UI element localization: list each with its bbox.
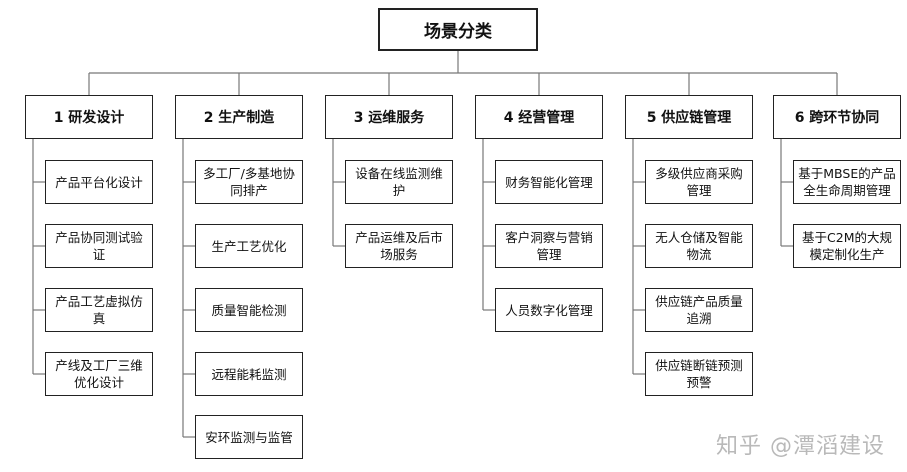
category-label: 6 跨环节协同 <box>794 110 880 126</box>
scenario-label: 生产工艺优化 <box>211 238 287 254</box>
category-label: 3 运维服务 <box>353 110 425 126</box>
scenario-label: 安环监测与监管 <box>205 429 293 445</box>
scenario-node: 人员数字化管理 <box>495 288 603 332</box>
category-node: 1 研发设计 <box>25 95 153 139</box>
scenario-node: 质量智能检测 <box>195 288 303 332</box>
scenario-node: 远程能耗监测 <box>195 352 303 396</box>
scenario-node: 供应链断链预测预警 <box>645 352 753 396</box>
scenario-node: 产品平台化设计 <box>45 160 153 204</box>
category-label: 1 研发设计 <box>53 110 125 126</box>
scenario-label: 人员数字化管理 <box>505 302 593 318</box>
scenario-node: 基于MBSE的产品全生命周期管理 <box>793 160 901 204</box>
category-node: 3 运维服务 <box>325 95 453 139</box>
scenario-label: 产品运维及后市场服务 <box>355 230 443 262</box>
scenario-node: 生产工艺优化 <box>195 224 303 268</box>
scenario-node: 产线及工厂三维优化设计 <box>45 352 153 396</box>
scenario-node: 安环监测与监管 <box>195 415 303 459</box>
category-node: 6 跨环节协同 <box>773 95 901 139</box>
scenario-node: 设备在线监测维护 <box>345 160 453 204</box>
category-node: 2 生产制造 <box>175 95 303 139</box>
scenario-node: 产品运维及后市场服务 <box>345 224 453 268</box>
scenario-label: 供应链断链预测预警 <box>655 358 743 390</box>
watermark: 知乎 @潭滔建设 <box>716 434 885 459</box>
scenario-node: 财务智能化管理 <box>495 160 603 204</box>
scenario-node: 无人仓储及智能物流 <box>645 224 753 268</box>
scenario-label: 产品协同测试验证 <box>55 230 143 262</box>
scenario-label: 产品工艺虚拟仿真 <box>55 294 143 326</box>
category-node: 5 供应链管理 <box>625 95 753 139</box>
scenario-node: 客户洞察与营销管理 <box>495 224 603 268</box>
scenario-label: 多工厂/多基地协同排产 <box>203 166 295 198</box>
scenario-label: 质量智能检测 <box>211 302 287 318</box>
root-label: 场景分类 <box>424 22 492 42</box>
scenario-label: 基于C2M的大规模定制化生产 <box>802 230 892 262</box>
category-label: 2 生产制造 <box>203 110 275 126</box>
scenario-node: 产品工艺虚拟仿真 <box>45 288 153 332</box>
category-label: 4 经营管理 <box>503 110 575 126</box>
scenario-node: 供应链产品质量追溯 <box>645 288 753 332</box>
scenario-label: 基于MBSE的产品全生命周期管理 <box>798 166 896 198</box>
scenario-label: 产品平台化设计 <box>55 174 143 190</box>
scenario-node: 产品协同测试验证 <box>45 224 153 268</box>
scenario-node: 多级供应商采购管理 <box>645 160 753 204</box>
category-label: 5 供应链管理 <box>646 110 732 126</box>
scenario-label: 无人仓储及智能物流 <box>655 230 743 262</box>
scenario-node: 多工厂/多基地协同排产 <box>195 160 303 204</box>
scenario-label: 供应链产品质量追溯 <box>655 294 743 326</box>
root-node: 场景分类 <box>378 8 538 51</box>
scenario-label: 产线及工厂三维优化设计 <box>55 358 143 390</box>
scenario-node: 基于C2M的大规模定制化生产 <box>793 224 901 268</box>
category-node: 4 经营管理 <box>475 95 603 139</box>
scenario-label: 客户洞察与营销管理 <box>505 230 593 262</box>
scenario-label: 多级供应商采购管理 <box>655 166 743 198</box>
scenario-label: 设备在线监测维护 <box>355 166 443 198</box>
scenario-label: 远程能耗监测 <box>211 366 287 382</box>
scenario-label: 财务智能化管理 <box>505 174 593 190</box>
